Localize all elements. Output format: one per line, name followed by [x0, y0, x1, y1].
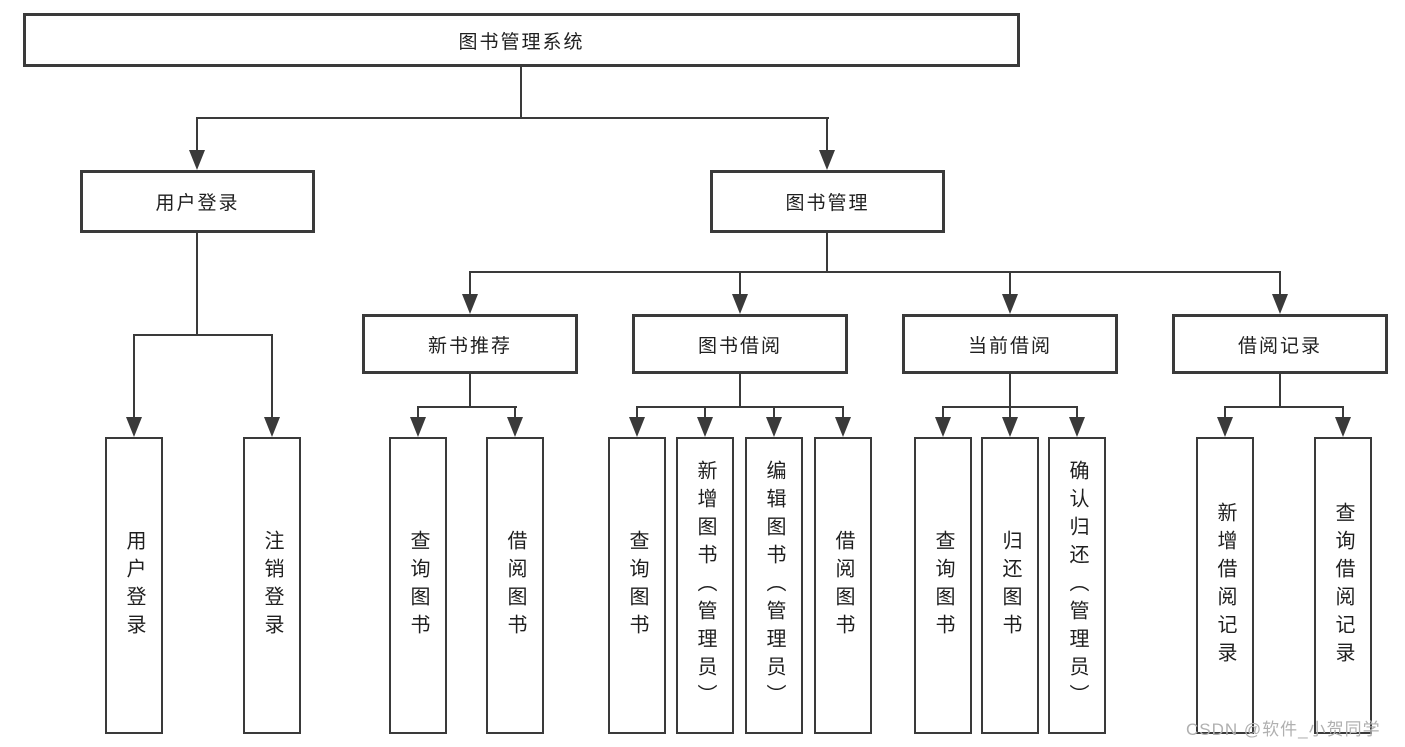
connector-drop	[1224, 406, 1226, 420]
arrowhead-down-icon	[1217, 417, 1233, 437]
leaf-query-books-borrow: 查询图书	[608, 437, 666, 734]
arrowhead-down-icon	[189, 150, 205, 170]
connector-drop	[514, 406, 516, 420]
leaf-label: 新增图书（管理员）	[694, 459, 716, 712]
connector-user-login-bus	[133, 334, 273, 336]
node-new-book-recommendation: 新书推荐	[362, 314, 578, 374]
leaf-label: 查询图书	[407, 529, 429, 642]
connector-drop-leaf-logout	[271, 334, 273, 418]
connector-drop-user-login	[196, 117, 198, 152]
connector-drop-book-management	[826, 117, 828, 152]
arrowhead-down-icon	[766, 417, 782, 437]
leaf-query-books-current: 查询图书	[914, 437, 972, 734]
connector-newbook-bus	[417, 406, 517, 408]
leaf-logout-login: 注销登录	[243, 437, 301, 734]
leaf-user-login: 用户登录	[105, 437, 163, 734]
connector-drop	[1342, 406, 1344, 420]
connector-drop	[842, 406, 844, 420]
leaf-confirm-return-admin: 确认归还（管理员）	[1048, 437, 1106, 734]
arrowhead-down-icon	[1069, 417, 1085, 437]
node-label: 用户登录	[155, 193, 240, 214]
leaf-return-books: 归还图书	[981, 437, 1039, 734]
arrowhead-down-icon	[410, 417, 426, 437]
node-label: 当前借阅	[967, 335, 1052, 357]
leaf-label: 借阅图书	[504, 529, 526, 642]
connector-records-bus	[1224, 406, 1344, 408]
connector-drop-leaf-user-login	[133, 334, 135, 418]
connector-drop	[704, 406, 706, 420]
leaf-add-books-admin: 新增图书（管理员）	[676, 437, 734, 734]
connector-drop-new-book	[469, 271, 471, 295]
node-borrowing-records: 借阅记录	[1172, 314, 1388, 374]
connector-bookborrow-bus	[636, 406, 844, 408]
node-label: 图书管理系统	[458, 31, 585, 53]
node-label: 借阅记录	[1237, 335, 1322, 357]
arrowhead-down-icon	[507, 417, 523, 437]
arrowhead-down-icon	[835, 417, 851, 437]
connector-drop-book-borrow	[739, 271, 741, 295]
leaf-label: 确认归还（管理员）	[1066, 459, 1088, 712]
leaf-label: 查询图书	[932, 529, 954, 642]
connector-newbook-stub	[469, 374, 471, 407]
connector-root-stub	[520, 67, 522, 118]
leaf-borrow-books-recommend: 借阅图书	[486, 437, 544, 734]
arrowhead-down-icon	[264, 417, 280, 437]
node-label: 图书借阅	[697, 335, 782, 357]
arrowhead-down-icon	[1002, 417, 1018, 437]
leaf-add-borrow-record: 新增借阅记录	[1196, 437, 1254, 734]
connector-book-mgmt-bus	[469, 271, 1281, 273]
arrowhead-down-icon	[1335, 417, 1351, 437]
connector-drop	[942, 406, 944, 420]
leaf-label: 借阅图书	[832, 529, 854, 642]
leaf-label: 用户登录	[123, 529, 145, 642]
leaf-label: 新增借阅记录	[1214, 501, 1236, 670]
leaf-label: 编辑图书（管理员）	[763, 459, 785, 712]
arrowhead-down-icon	[732, 294, 748, 314]
connector-root-bus	[196, 117, 829, 119]
leaf-label: 归还图书	[999, 529, 1021, 642]
leaf-query-borrow-record: 查询借阅记录	[1314, 437, 1372, 734]
connector-drop	[773, 406, 775, 420]
connector-drop	[636, 406, 638, 420]
node-book-borrowing: 图书借阅	[632, 314, 848, 374]
arrowhead-down-icon	[1272, 294, 1288, 314]
arrowhead-down-icon	[462, 294, 478, 314]
connector-drop-current-borrow	[1009, 271, 1011, 295]
leaf-query-books-recommend: 查询图书	[389, 437, 447, 734]
connector-drop	[1009, 406, 1011, 420]
arrowhead-down-icon	[697, 417, 713, 437]
leaf-label: 注销登录	[261, 529, 283, 642]
csdn-watermark: CSDN @软件_小贺同学	[1186, 720, 1381, 739]
leaf-label: 查询图书	[626, 529, 648, 642]
node-library-management-system: 图书管理系统	[23, 13, 1020, 67]
leaf-label: 查询借阅记录	[1332, 501, 1354, 670]
arrowhead-down-icon	[629, 417, 645, 437]
connector-user-login-stub	[196, 233, 198, 335]
leaf-borrow-books: 借阅图书	[814, 437, 872, 734]
connector-bookborrow-stub	[739, 374, 741, 407]
arrowhead-down-icon	[819, 150, 835, 170]
leaf-edit-books-admin: 编辑图书（管理员）	[745, 437, 803, 734]
node-book-management: 图书管理	[710, 170, 945, 233]
node-user-login: 用户登录	[80, 170, 315, 233]
node-label: 图书管理	[785, 193, 870, 214]
arrowhead-down-icon	[935, 417, 951, 437]
arrowhead-down-icon	[126, 417, 142, 437]
node-current-borrowing: 当前借阅	[902, 314, 1118, 374]
node-label: 新书推荐	[427, 335, 512, 357]
connector-currentborrow-stub	[1009, 374, 1011, 407]
arrowhead-down-icon	[1002, 294, 1018, 314]
connector-records-stub	[1279, 374, 1281, 407]
connector-drop	[417, 406, 419, 420]
connector-drop-borrow-records	[1279, 271, 1281, 295]
connector-drop	[1076, 406, 1078, 420]
connector-book-mgmt-stub	[826, 233, 828, 273]
